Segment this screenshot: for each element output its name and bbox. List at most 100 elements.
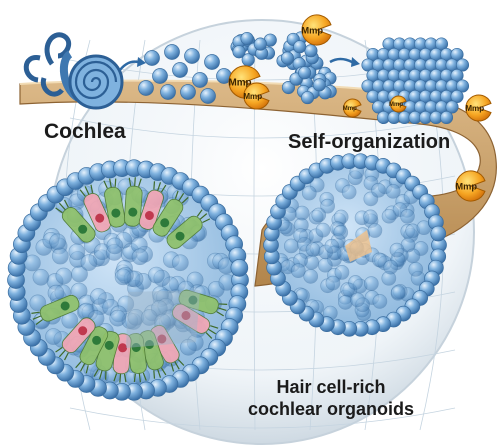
mmp-enzyme-icon: Mmp bbox=[455, 170, 486, 202]
cell bbox=[439, 110, 454, 125]
cell bbox=[315, 222, 331, 238]
cell bbox=[290, 263, 306, 278]
mmp-enzyme-icon: Mmp bbox=[389, 95, 407, 113]
cell bbox=[293, 228, 308, 243]
cell bbox=[240, 31, 254, 46]
cell bbox=[434, 37, 449, 51]
cell bbox=[68, 243, 86, 261]
cochlea-icon bbox=[23, 32, 124, 110]
cell bbox=[300, 91, 315, 105]
cell bbox=[293, 40, 307, 54]
cell bbox=[333, 224, 349, 240]
cell bbox=[301, 185, 317, 201]
cell bbox=[90, 288, 107, 305]
cell bbox=[311, 207, 327, 223]
cell bbox=[455, 58, 470, 72]
arrow-to-organization bbox=[329, 57, 353, 64]
mmp-label: Mmp bbox=[455, 181, 477, 191]
hair-cell bbox=[138, 181, 167, 230]
cell bbox=[304, 44, 318, 58]
hair-cell-label-line1: Hair cell-rich bbox=[276, 377, 386, 397]
arrow-head-2 bbox=[351, 57, 360, 67]
cell bbox=[114, 268, 132, 286]
cell bbox=[184, 48, 200, 64]
mmp-label: Mmp bbox=[301, 25, 323, 35]
mmp-enzyme-icon: Mmp bbox=[343, 98, 362, 118]
hair-cell bbox=[126, 333, 147, 383]
cell bbox=[348, 275, 363, 290]
cell bbox=[29, 294, 47, 312]
hair-cell bbox=[55, 317, 96, 361]
cell bbox=[148, 266, 165, 284]
cell-cluster-small bbox=[230, 31, 277, 67]
cell bbox=[24, 254, 41, 272]
cell bbox=[455, 79, 470, 93]
cell bbox=[32, 268, 50, 286]
cell bbox=[383, 259, 399, 275]
cell bbox=[389, 242, 405, 258]
cell bbox=[381, 208, 397, 224]
cell bbox=[363, 209, 378, 225]
mmp-label: Mmp bbox=[389, 102, 403, 108]
mmp-label: Mmp bbox=[243, 92, 262, 101]
hair-cell bbox=[178, 289, 228, 317]
hair-cell bbox=[75, 326, 109, 374]
cell bbox=[390, 284, 406, 300]
hair-cell-organoid bbox=[7, 159, 249, 401]
cell bbox=[312, 78, 326, 92]
arrow-to-cells bbox=[119, 60, 139, 71]
cell bbox=[408, 261, 424, 277]
cell bbox=[172, 62, 188, 78]
cell bbox=[80, 254, 98, 271]
hair-cell bbox=[55, 199, 96, 243]
cell bbox=[372, 294, 388, 309]
cell bbox=[55, 267, 73, 285]
cell bbox=[70, 282, 88, 300]
cell bbox=[371, 182, 386, 198]
cell bbox=[450, 47, 464, 62]
cell bbox=[152, 68, 168, 84]
cell bbox=[232, 45, 246, 59]
cell bbox=[334, 265, 350, 280]
cell bbox=[253, 37, 267, 51]
cell bbox=[106, 237, 124, 255]
cell bbox=[385, 183, 401, 199]
cell bbox=[180, 84, 196, 100]
cell bbox=[138, 80, 154, 96]
cell bbox=[131, 248, 149, 266]
self-organization-label: Self-organization bbox=[288, 131, 451, 153]
cell-cluster-large bbox=[361, 37, 470, 125]
cell bbox=[160, 84, 176, 100]
cell bbox=[230, 259, 249, 277]
hair-cell bbox=[79, 184, 111, 233]
cell bbox=[280, 51, 294, 65]
cell bbox=[144, 50, 160, 66]
cell bbox=[303, 268, 319, 284]
cell bbox=[164, 44, 180, 60]
cell bbox=[400, 208, 415, 224]
cell bbox=[450, 89, 464, 104]
cell bbox=[51, 247, 69, 265]
hair-cell-label-line2: cochlear organoids bbox=[248, 399, 415, 419]
cell bbox=[363, 276, 379, 291]
cell bbox=[45, 328, 62, 345]
cell bbox=[192, 72, 208, 88]
hair-cell bbox=[103, 178, 126, 228]
cell bbox=[305, 242, 321, 257]
dissociated-cells bbox=[138, 44, 232, 104]
mmp-label: Mmp bbox=[465, 104, 484, 113]
cell bbox=[109, 309, 127, 327]
cell bbox=[350, 292, 365, 308]
mmp-enzyme-icon: Mmp bbox=[301, 14, 332, 46]
cell bbox=[200, 88, 216, 104]
mmp-label: Mmp bbox=[228, 78, 251, 89]
cell bbox=[341, 184, 357, 200]
cell bbox=[294, 205, 310, 221]
arrow-head-1 bbox=[137, 57, 146, 67]
cell bbox=[430, 225, 447, 242]
hair-cell bbox=[31, 294, 80, 325]
hair-cell bbox=[152, 190, 189, 237]
